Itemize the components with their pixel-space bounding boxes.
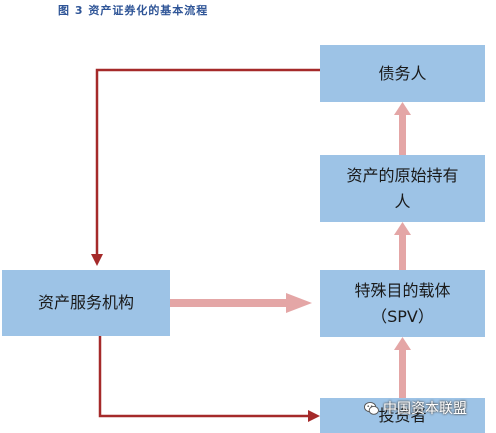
arrow-debtor-to-servicer (95, 68, 320, 262)
arrow-investor-to-spv (399, 347, 406, 398)
servicer-label: 资产服务机构 (37, 293, 134, 313)
watermark-text: 中国资本联盟 (383, 401, 467, 417)
originator-label-line1: 资产的原始持有 (346, 165, 459, 185)
arrow-spv-to-originator (399, 232, 406, 270)
spv-label-line1: 特殊目的载体 (354, 280, 451, 300)
spv-box: 特殊目的载体 （SPV） (320, 270, 485, 337)
debtor-label: 债务人 (378, 63, 427, 83)
spv-label-line2: （SPV） (371, 306, 434, 326)
arrow-debtor-to-servicer-head (91, 254, 103, 266)
originator-box: 资产的原始持有 人 (320, 155, 485, 222)
arrow-originator-to-debtor-head (394, 102, 411, 115)
investor-label: 投资者 (378, 405, 427, 425)
arrow-originator-to-debtor (399, 112, 406, 155)
servicer-box: 资产服务机构 (2, 270, 170, 336)
figure-caption: 图 3 资产证券化的基本流程 (58, 4, 209, 17)
arrow-servicer-to-spv-head (286, 293, 312, 313)
wechat-icon (364, 401, 379, 415)
arrow-servicer-to-investor (98, 336, 312, 418)
arrow-servicer-to-spv (170, 299, 288, 307)
debtor-box: 债务人 (320, 45, 485, 102)
watermark: 中国资本联盟 (364, 398, 467, 418)
investor-box: 投资者 (320, 398, 485, 433)
arrow-investor-to-spv-head (394, 337, 411, 350)
arrow-servicer-to-investor-head (308, 410, 320, 422)
arrow-spv-to-originator-head (394, 222, 411, 235)
originator-label-line2: 人 (394, 191, 411, 211)
